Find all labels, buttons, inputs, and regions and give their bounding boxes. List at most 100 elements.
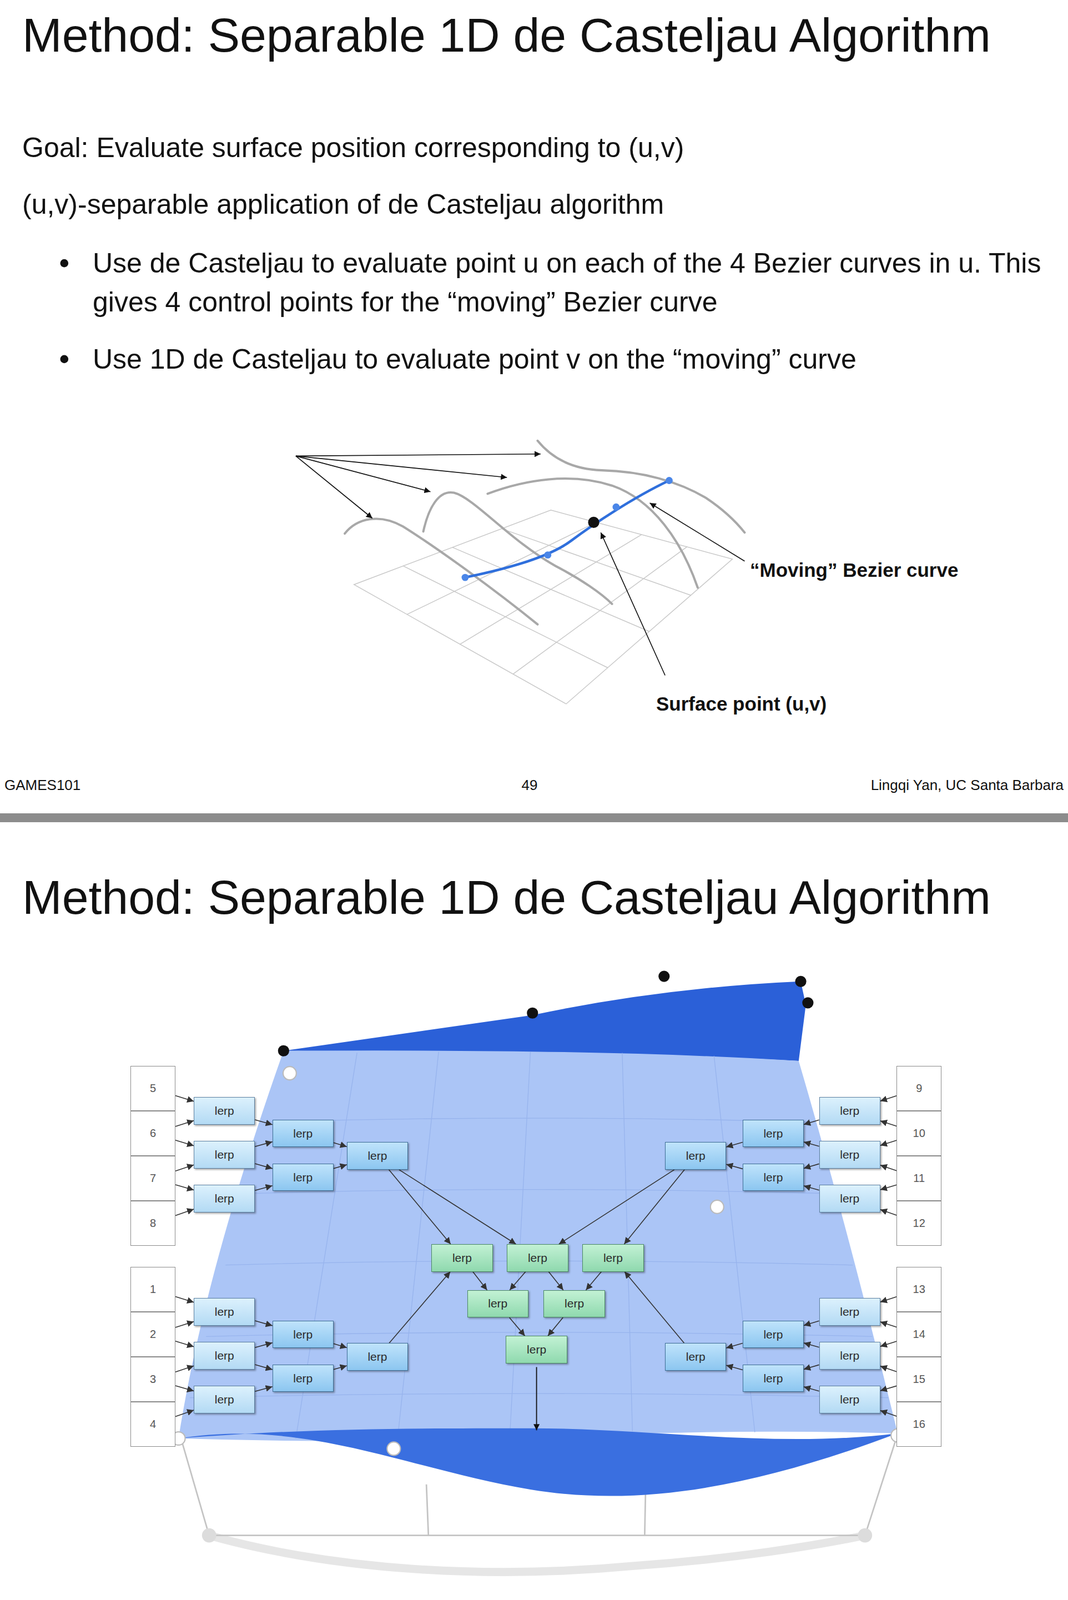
lerp-box: lerp bbox=[742, 1364, 804, 1393]
bezier-curve bbox=[487, 478, 698, 588]
connector-arrow bbox=[175, 1208, 194, 1216]
slide-title: Method: Separable 1D de Casteljau Algori… bbox=[22, 6, 991, 64]
moving-control-points bbox=[461, 476, 673, 581]
connector-arrow bbox=[472, 1271, 488, 1291]
node-label: lerp bbox=[214, 1348, 235, 1363]
footer-text: GAMES101 bbox=[4, 776, 81, 794]
connector-arrow bbox=[880, 1366, 897, 1372]
grid-lines bbox=[402, 522, 691, 674]
connector-arrow bbox=[880, 1165, 897, 1171]
connector-arrow bbox=[175, 1164, 194, 1171]
lerp-box: lerp bbox=[193, 1297, 255, 1326]
lerp-box: lerp bbox=[346, 1141, 408, 1170]
connector-arrow bbox=[880, 1184, 897, 1190]
base-point bbox=[857, 1528, 873, 1543]
control-point bbox=[283, 1066, 297, 1080]
body-text: Goal: Evaluate surface position correspo… bbox=[22, 131, 684, 165]
green-lerp-box: lerp bbox=[467, 1290, 529, 1318]
moving-curve bbox=[465, 480, 670, 578]
connector-arrow bbox=[175, 1140, 194, 1146]
connector-arrow bbox=[333, 1365, 347, 1370]
control-point bbox=[278, 1045, 290, 1057]
leader-arrows bbox=[295, 454, 745, 676]
leader-arrow bbox=[295, 455, 431, 492]
lerp-box: lerp bbox=[819, 1184, 881, 1213]
node-label: lerp bbox=[686, 1149, 706, 1163]
control-point bbox=[386, 1441, 401, 1455]
output-arrow bbox=[536, 1366, 538, 1430]
index-box: 15 bbox=[896, 1356, 942, 1402]
callout-label: “Moving” Bezier curve bbox=[749, 558, 959, 582]
lerp-box: lerp bbox=[819, 1385, 881, 1414]
node-label: 3 bbox=[149, 1372, 156, 1386]
leader-arrow bbox=[295, 454, 541, 457]
node-label: lerp bbox=[763, 1126, 783, 1141]
control-point bbox=[710, 1200, 724, 1214]
node-label: 16 bbox=[913, 1417, 926, 1431]
connector-arrow bbox=[880, 1209, 897, 1216]
index-box: 14 bbox=[896, 1311, 942, 1357]
connector-arrow bbox=[333, 1343, 347, 1348]
connector-arrow bbox=[803, 1141, 820, 1147]
lerp-box: lerp bbox=[819, 1096, 881, 1125]
surface-top-fold bbox=[283, 981, 806, 1061]
connector-arrow bbox=[399, 1169, 517, 1244]
connector-arrow bbox=[333, 1142, 347, 1147]
connector-arrow bbox=[175, 1184, 194, 1190]
bezier-curve bbox=[344, 518, 538, 624]
lerp-box: lerp bbox=[742, 1163, 804, 1192]
node-label: 2 bbox=[149, 1327, 156, 1341]
node-label: lerp bbox=[763, 1327, 783, 1342]
connector-arrow bbox=[547, 1317, 563, 1336]
connector-arrow bbox=[175, 1409, 194, 1417]
leader-arrow bbox=[295, 455, 507, 478]
node-label: lerp bbox=[839, 1104, 860, 1118]
lerp-box: lerp bbox=[193, 1096, 255, 1125]
node-label: 5 bbox=[149, 1081, 156, 1095]
body-text: (u,v)-separable application of de Castel… bbox=[22, 187, 664, 221]
connector-arrow bbox=[803, 1163, 820, 1168]
connector-arrow bbox=[803, 1119, 820, 1125]
index-box: 11 bbox=[896, 1155, 942, 1201]
lerp-box: lerp bbox=[742, 1119, 804, 1148]
node-label: 11 bbox=[913, 1171, 925, 1185]
connector-arrow bbox=[175, 1095, 194, 1101]
bezier-curves-u bbox=[344, 440, 745, 625]
node-label: lerp bbox=[839, 1305, 860, 1319]
connector-arrow bbox=[175, 1321, 194, 1328]
node-label: lerp bbox=[293, 1371, 313, 1385]
leader-arrow bbox=[600, 532, 666, 675]
green-lerp-box: lerp bbox=[506, 1243, 568, 1272]
connector-arrow bbox=[803, 1185, 820, 1191]
slide-title: Method: Separable 1D de Casteljau Algori… bbox=[22, 868, 991, 926]
connector-arrow bbox=[624, 1271, 684, 1344]
connector-arrow bbox=[389, 1271, 451, 1344]
index-box: 1 bbox=[130, 1266, 176, 1312]
connector-arrow bbox=[175, 1296, 194, 1302]
node-label: lerp bbox=[293, 1126, 313, 1141]
connector-arrow bbox=[880, 1385, 897, 1391]
node-label: lerp bbox=[293, 1170, 313, 1185]
node-label: 15 bbox=[913, 1372, 926, 1386]
node-label: lerp bbox=[214, 1191, 235, 1206]
connector-arrow bbox=[880, 1410, 897, 1417]
node-label: 1 bbox=[149, 1282, 156, 1296]
node-label: 4 bbox=[149, 1417, 156, 1431]
node-label: lerp bbox=[763, 1170, 783, 1185]
bezier-curve bbox=[537, 440, 745, 533]
node-label: lerp bbox=[367, 1149, 387, 1163]
node-label: 12 bbox=[913, 1216, 926, 1230]
node-label: lerp bbox=[527, 1251, 548, 1265]
lerp-box: lerp bbox=[665, 1141, 727, 1170]
node-label: lerp bbox=[452, 1251, 472, 1265]
surface-control-points bbox=[278, 970, 814, 1056]
index-box: 12 bbox=[896, 1200, 942, 1246]
connector-arrow bbox=[333, 1164, 347, 1169]
node-label: 14 bbox=[913, 1327, 926, 1341]
node-label: lerp bbox=[526, 1342, 547, 1357]
connector-arrow bbox=[175, 1385, 194, 1391]
connector-arrow bbox=[254, 1320, 272, 1326]
connector-arrow bbox=[388, 1169, 451, 1244]
node-label: 7 bbox=[149, 1171, 156, 1185]
connector-arrow bbox=[726, 1142, 743, 1148]
